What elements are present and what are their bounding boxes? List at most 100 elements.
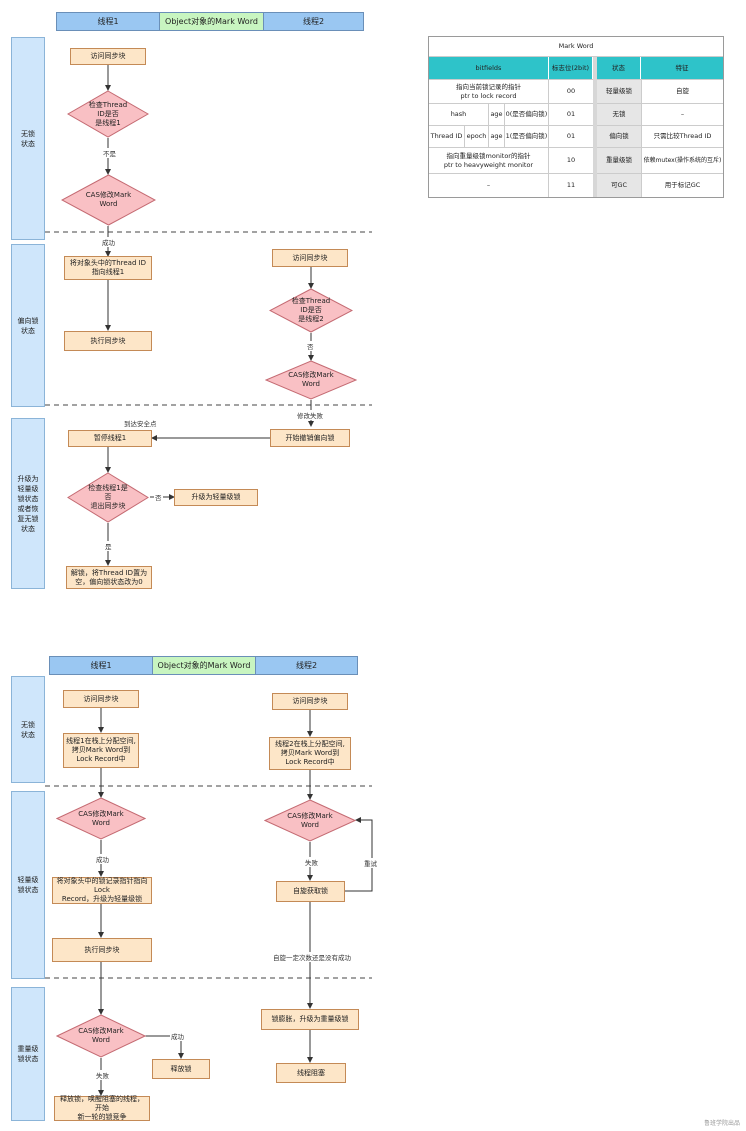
table-cell: 指向当前锁记录的指针 ptr to lock record	[456, 82, 521, 100]
table-row-1-bits: 指向当前锁记录的指针 ptr to lock record	[429, 79, 549, 103]
node-label: 访问同步块	[292, 697, 328, 705]
table-row-3-state: 偏向锁	[597, 125, 641, 147]
d1-lane-unlocked: 无锁 状态	[11, 37, 45, 240]
node-label: 检查Thread ID是否 是线程1	[88, 100, 128, 127]
d2-header-thread2: 线程2	[255, 656, 358, 675]
table-header-flag: 标志位(2bit)	[549, 57, 593, 79]
node-label: 释放锁	[170, 1064, 192, 1073]
table-row-4-state: 重量级锁	[597, 147, 641, 173]
node-label: 将对象头中的Thread ID 指向线程1	[69, 259, 147, 276]
d2-t1-wake-node: 释放锁，唤醒阻塞的线程，开始 新一轮的锁竞争	[54, 1095, 150, 1121]
d2-t1-exec-node: 执行同步块	[52, 938, 152, 962]
d2-t2-block-node: 线程阻塞	[276, 1063, 346, 1083]
lane-label: 重量级 锁状态	[17, 1045, 39, 1063]
d1-label-no: 不是	[102, 148, 117, 158]
table-row-2-bits-bias: 0(是否偏向锁)	[505, 103, 549, 125]
table-row-1-feature: 自旋	[641, 79, 723, 103]
d1-label-fail: 修改失败	[296, 410, 324, 420]
node-label: CAS修改Mark Word	[78, 1027, 124, 1044]
table-row-4-flag: 10	[549, 147, 593, 173]
table-row-3-bits-threadid: Thread ID	[429, 125, 465, 147]
lane-label: 无锁 状态	[21, 129, 35, 148]
node-label: CAS修改Mark Word	[287, 811, 333, 829]
table-row-4-feature: 依赖mutex(操作系统的互斥)	[641, 147, 723, 173]
d1-t1-upgrade-node: 升级为轻量级锁	[174, 489, 258, 506]
d1-t2-check-diamond: 检查Thread ID是否 是线程2	[269, 288, 353, 333]
node-label: 访问同步块	[83, 694, 119, 703]
d2-label-retry: 重试	[363, 858, 378, 868]
table-row-3-flag: 01	[549, 125, 593, 147]
node-label: 线程1在栈上分配空间, 拷贝Mark Word到 Lock Record中	[66, 737, 136, 763]
d2-lane-heavyweight: 重量级 锁状态	[11, 987, 45, 1121]
d1-t2-cas-diamond: CAS修改Mark Word	[265, 360, 357, 400]
table-title: Mark Word	[429, 37, 723, 57]
d2-t2-inflate-node: 锁膨胀，升级为重量级锁	[261, 1009, 359, 1030]
table-row-3-bits-bias: 1(是否偏向锁)	[505, 125, 549, 147]
node-label: CAS修改Mark Word	[288, 371, 334, 388]
table-row-3-feature: 只需比较Thread ID	[641, 125, 723, 147]
table-cell: 指向重量级锁monitor的指针 ptr to heavyweight moni…	[443, 151, 534, 169]
table-row-5-state: 可GC	[597, 173, 641, 197]
d1-t2-revoke-node: 开始撤销偏向锁	[270, 429, 350, 447]
d2-t2-spin-node: 自旋获取锁	[276, 881, 345, 902]
node-label: 访问同步块	[90, 52, 126, 60]
d1-t1-exec-node: 执行同步块	[64, 331, 152, 351]
d1-lane-biased: 偏向锁 状态	[11, 244, 45, 407]
mark-word-table: Mark Word bitfields 标志位(2bit) 状态 特征 指向当前…	[428, 36, 724, 198]
node-label: 暂停线程1	[93, 434, 127, 442]
node-label: CAS修改Mark Word	[78, 809, 124, 827]
table-row-5-feature: 用于标记GC	[641, 173, 723, 197]
d2-label-fail: 失败	[304, 857, 319, 867]
d1-label-safepoint: 到达安全点	[123, 418, 158, 428]
node-label: 释放锁，唤醒阻塞的线程，开始 新一轮的锁竞争	[60, 1095, 144, 1121]
node-label: 执行同步块	[90, 336, 126, 345]
d1-header-markword: Object对象的Mark Word	[159, 12, 264, 31]
d2-t1-release-node: 释放锁	[152, 1059, 210, 1079]
d2-label-fail2: 失败	[95, 1070, 110, 1080]
node-label: CAS修改Mark Word	[85, 191, 132, 208]
table-row-2-state: 无锁	[597, 103, 641, 125]
table-row-2-bits-age: age	[489, 103, 505, 125]
node-label: 将对象头中的锁记录指针指向Lock Record，升级为轻量级锁	[56, 877, 148, 903]
d1-t2-access-node: 访问同步块	[272, 249, 348, 267]
d1-t1-check-diamond: 检查Thread ID是否 是线程1	[67, 90, 149, 138]
d1-lane-upgrade: 升级为 轻量级 锁状态 或者恢 复无锁 状态	[11, 418, 45, 589]
d1-t1-exited-diamond: 检查线程1是否 退出同步块	[67, 472, 149, 523]
node-label: 执行同步块	[84, 945, 120, 954]
node-label: 检查线程1是否 退出同步块	[88, 484, 128, 510]
table-row-1-flag: 00	[549, 79, 593, 103]
d1-t1-access-node: 访问同步块	[70, 48, 146, 65]
table-header-bitfields: bitfields	[429, 57, 549, 79]
lane-label: 偏向锁 状态	[17, 316, 39, 335]
table-header-state: 状态	[597, 57, 641, 79]
node-label: 自旋获取锁	[293, 887, 328, 895]
node-label: 访问同步块	[292, 253, 328, 262]
d1-label-no2: 否	[306, 341, 315, 351]
d2-label-success: 成功	[95, 854, 110, 864]
table-row-5-flag: 11	[549, 173, 593, 197]
watermark: 鲁班学院出品	[703, 1120, 740, 1127]
node-label: 锁膨胀，升级为重量级锁	[271, 1015, 349, 1023]
table-row-2-feature: –	[641, 103, 723, 125]
d1-header-thread1: 线程1	[56, 12, 160, 31]
lane-label: 升级为 轻量级 锁状态 或者恢 复无锁 状态	[17, 474, 39, 533]
d2-t1-point-node: 将对象头中的锁记录指针指向Lock Record，升级为轻量级锁	[52, 877, 152, 904]
table-row-2-flag: 01	[549, 103, 593, 125]
table-header-feature: 特征	[641, 57, 723, 79]
d2-lane-unlocked: 无锁 状态	[11, 676, 45, 783]
d2-t1-access-node: 访问同步块	[63, 690, 139, 708]
d2-t2-cas-diamond: CAS修改Mark Word	[264, 799, 356, 842]
d2-lane-lightweight: 轻量级 锁状态	[11, 791, 45, 979]
table-row-1-state: 轻量级锁	[597, 79, 641, 103]
d1-label-yes: 是	[104, 541, 113, 551]
d1-label-success: 成功	[101, 237, 116, 247]
table-row-3-bits-age: age	[489, 125, 505, 147]
node-label: 线程2在栈上分配空间, 拷贝Mark Word到 Lock Record中	[275, 740, 345, 766]
node-label: 开始撤销偏向锁	[285, 433, 335, 442]
node-label: 检查Thread ID是否 是线程2	[291, 297, 331, 323]
d2-label-spin-fail: 自旋一定次数还是没有成功	[272, 952, 352, 962]
node-label: 解锁，将Thread ID置为 空，偏向锁状态改为0	[70, 568, 148, 586]
table-row-4-bits: 指向重量级锁monitor的指针 ptr to heavyweight moni…	[429, 147, 549, 173]
d2-header-markword: Object对象的Mark Word	[152, 656, 256, 675]
d1-header-thread2: 线程2	[263, 12, 364, 31]
